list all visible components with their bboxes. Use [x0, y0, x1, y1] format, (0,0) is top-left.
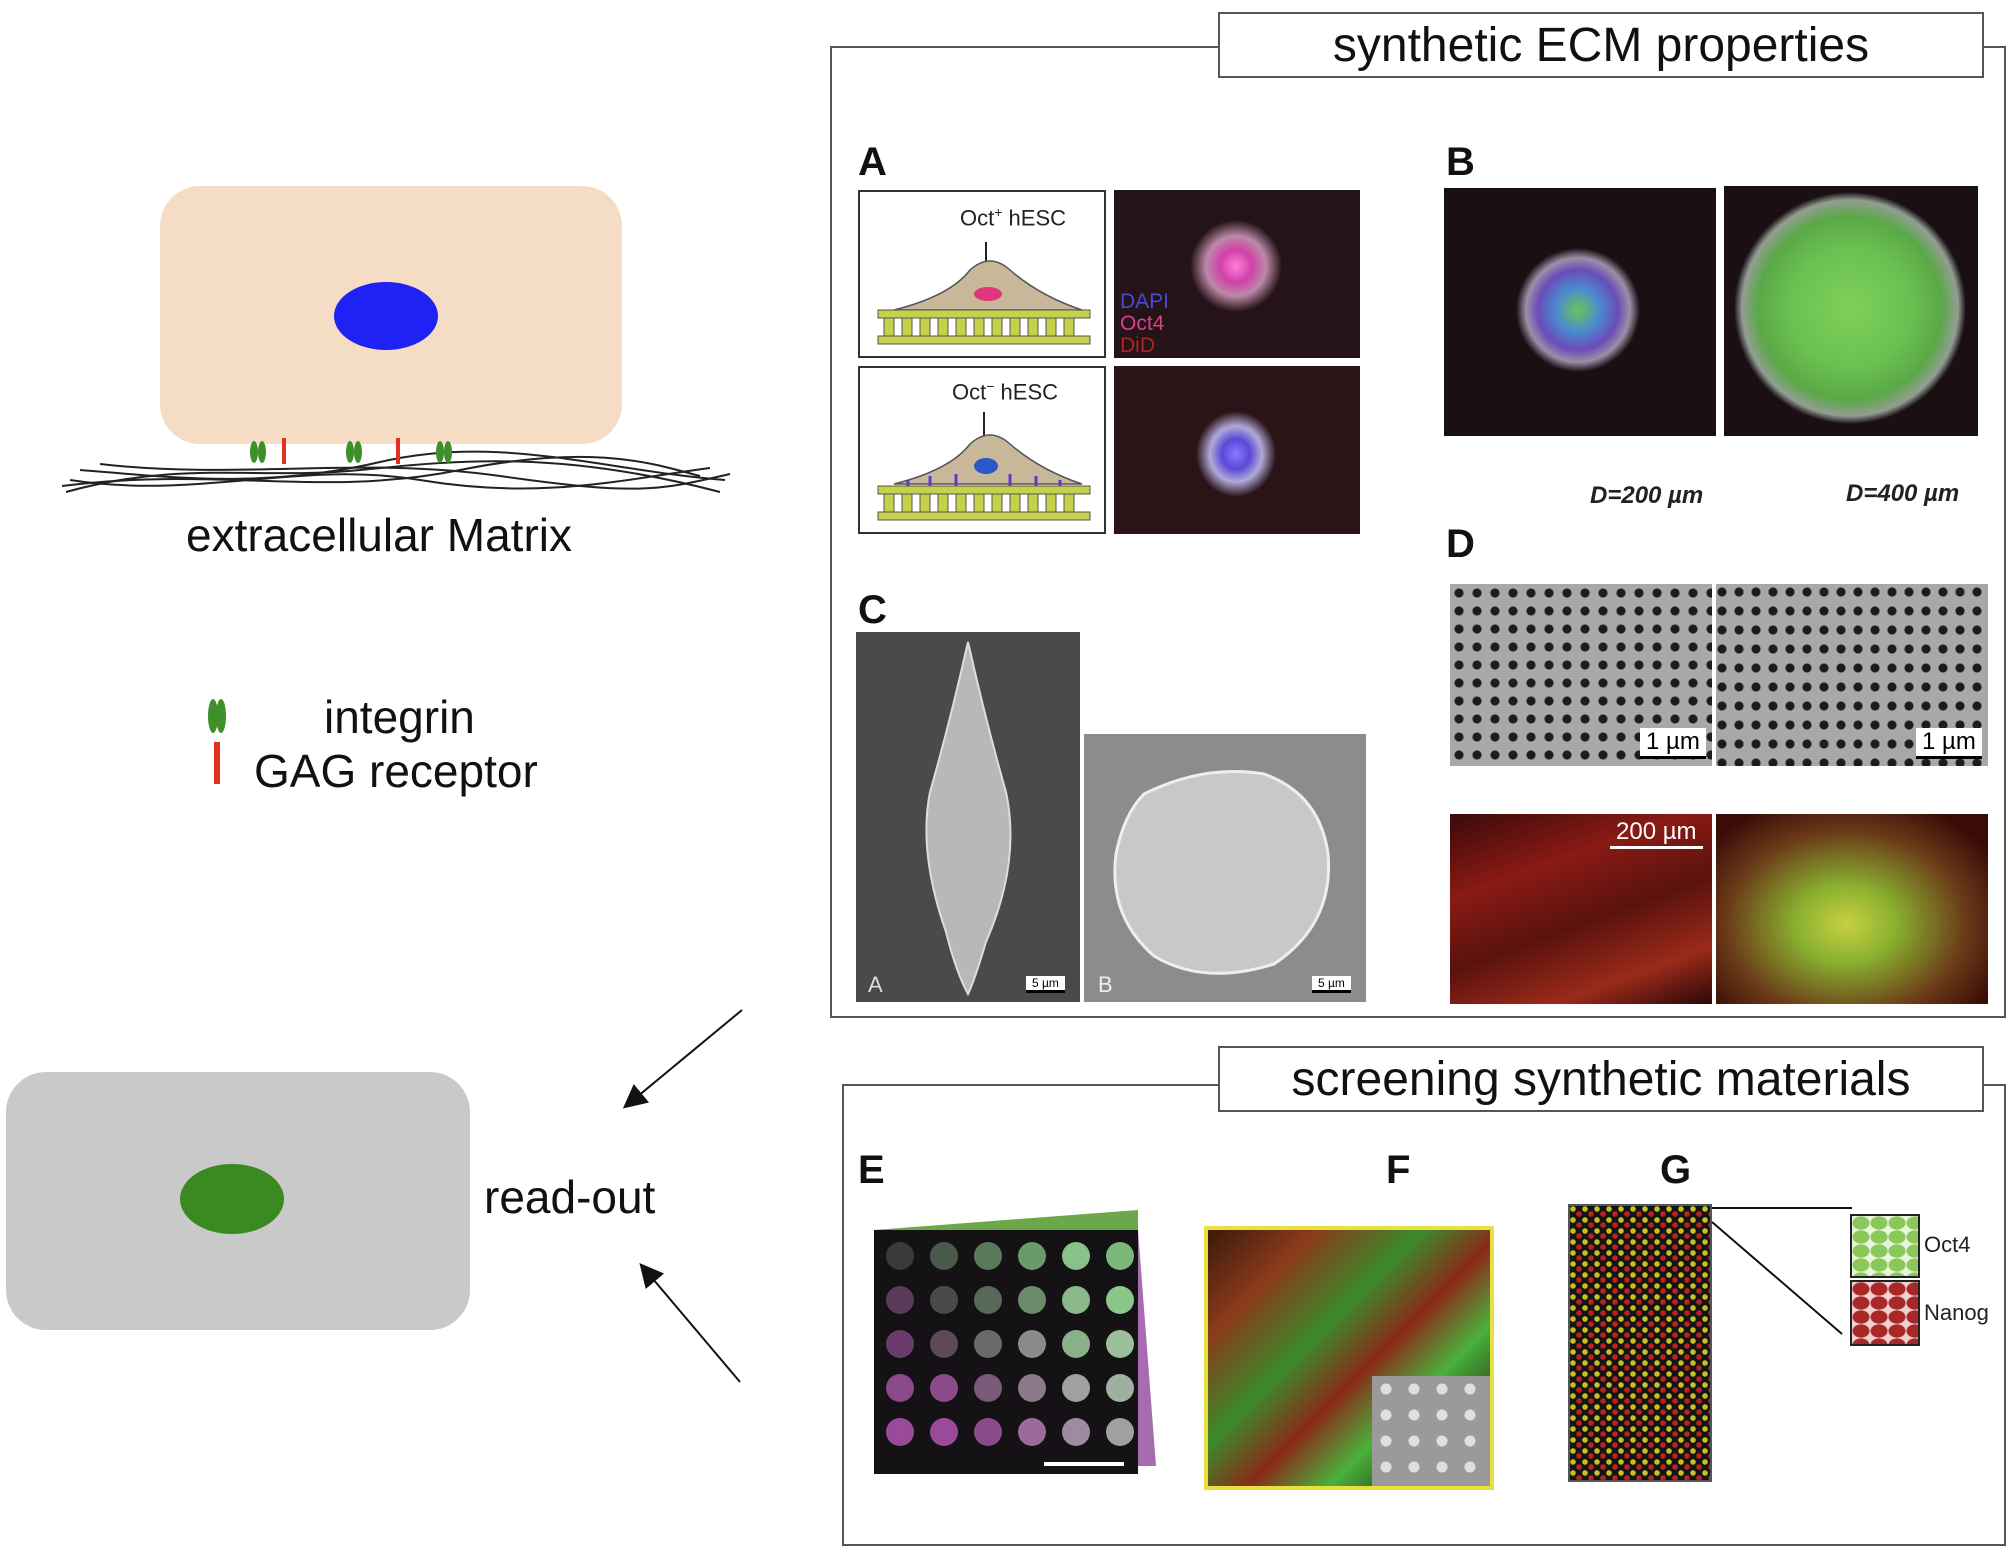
- panel-e-label: E: [858, 1148, 885, 1192]
- arrow-from-bottom: [639, 1262, 741, 1383]
- synthetic-ecm-title-text: synthetic ECM properties: [1332, 18, 1870, 72]
- panel-c-label: C: [858, 588, 887, 632]
- panel-d-label: D: [1446, 522, 1475, 566]
- cell-nucleus: [334, 282, 438, 350]
- panel-b-colony-small: [1444, 188, 1716, 436]
- scale-c-a: 5 µm: [1026, 976, 1065, 993]
- panel-a-fluorescence-top: DAPI Oct4 DiD: [1114, 190, 1360, 358]
- panel-d-nanopattern-disordered: 1 µm: [1716, 584, 1988, 766]
- screening-title: screening synthetic materials: [1218, 1046, 1984, 1112]
- cell-ecm-graphic: [61, 186, 731, 493]
- oct-negative-label: Oct− hESC: [952, 378, 1059, 405]
- scale-d-1: 1 µm: [1640, 728, 1706, 759]
- sub-b-label: B: [1098, 972, 1113, 997]
- nanog-label: Nanog: [1924, 1300, 1989, 1325]
- diameter-400-label: D=400 µm: [1846, 480, 1960, 507]
- stain-dapi: DAPI: [1120, 290, 1170, 313]
- panel-f-fluorescence: [1204, 1226, 1494, 1490]
- panel-f-inset: [1372, 1376, 1490, 1486]
- panel-a-fluorescence-bottom: [1114, 366, 1360, 534]
- oct-positive-label: Oct+ hESC: [960, 204, 1067, 231]
- panel-b-colony-large: [1724, 186, 1978, 436]
- legend-markers: [208, 699, 226, 784]
- oct4-swatch: [1850, 1214, 1920, 1278]
- panel-g-label: G: [1660, 1148, 1692, 1192]
- cell-with-ecm-diagram: [60, 180, 740, 520]
- synthetic-ecm-title: synthetic ECM properties: [1218, 12, 1984, 78]
- oct4-label: Oct4: [1924, 1232, 1971, 1257]
- sub-a-label: A: [868, 972, 883, 997]
- scale-d-3: 200 µm: [1610, 818, 1703, 849]
- gag-legend-icon: [214, 742, 220, 784]
- integrin-legend-icon: [208, 699, 218, 733]
- panel-a-schematic-bottom: Oct− hESC: [858, 366, 1106, 534]
- panel-g-zoom-lines: [1711, 1207, 1852, 1335]
- stain-oct4: Oct4: [1120, 312, 1165, 335]
- screening-title-text: screening synthetic materials: [1291, 1052, 1911, 1106]
- panel-g-microarray: [1568, 1204, 1712, 1482]
- panel-c-sem-spread: B 5 µm: [1084, 734, 1366, 1002]
- scale-c-b: 5 µm: [1312, 976, 1351, 993]
- legend-gag-label: GAG receptor: [254, 745, 538, 797]
- panel-a-label: A: [858, 140, 887, 184]
- gradient-array-graphic: [874, 1210, 1156, 1474]
- elongated-cell-shape: [925, 641, 1012, 997]
- legend-integrin-label: integrin: [324, 691, 475, 743]
- readout-label: read-out: [484, 1171, 656, 1223]
- oct-positive-cell-drawing: [877, 242, 1091, 345]
- panel-d-fluorescence-disordered: [1716, 814, 1988, 1004]
- array-spots: [886, 1242, 1134, 1446]
- readout-arrows: [622, 1009, 743, 1383]
- oct-negative-cell-drawing: [877, 412, 1091, 521]
- panel-d-fluorescence-ordered: 200 µm: [1450, 814, 1712, 1004]
- ecm-fibers: [61, 450, 731, 493]
- stain-did: DiD: [1120, 334, 1155, 357]
- legend: integrin GAG receptor: [200, 690, 620, 800]
- integrin-receptors: [250, 441, 452, 463]
- gag-receptors: [282, 438, 400, 464]
- ecm-label: extracellular Matrix: [186, 509, 572, 561]
- panel-b-label: B: [1446, 140, 1475, 184]
- readout-nucleus: [180, 1164, 284, 1234]
- diameter-200-label: D=200 µm: [1590, 482, 1704, 509]
- arrow-from-top: [622, 1009, 743, 1109]
- scale-d-2: 1 µm: [1916, 728, 1982, 759]
- panel-d-nanopattern-ordered: 1 µm: [1450, 584, 1712, 766]
- panel-f-label: F: [1386, 1148, 1411, 1192]
- panel-e-gradient-array: [874, 1208, 1164, 1488]
- readout-cell: [6, 1072, 470, 1330]
- panel-c-sem-elongated: A 5 µm: [856, 632, 1080, 1002]
- spread-cell-shape: [1113, 770, 1331, 975]
- nanog-swatch: [1850, 1280, 1920, 1346]
- panel-a-schematic-top: Oct+ hESC: [858, 190, 1106, 358]
